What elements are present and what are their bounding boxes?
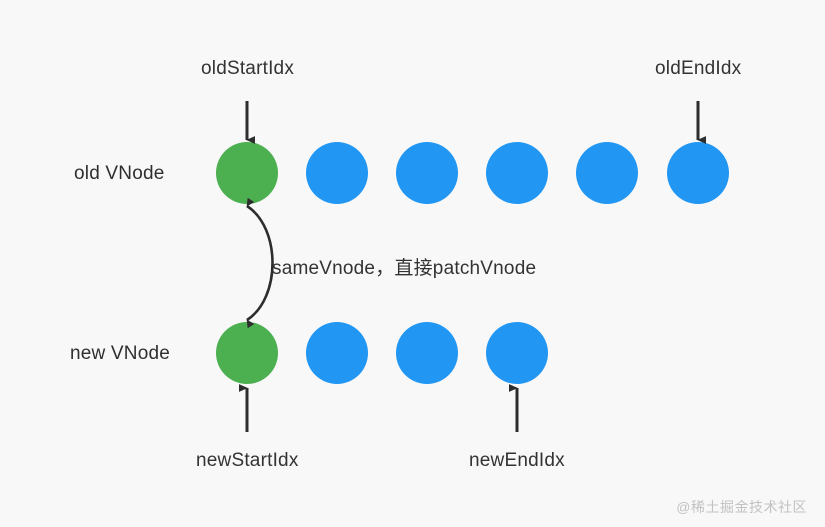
new-node-2 xyxy=(396,322,458,384)
pointer-label-old-end-idx: oldEndIdx xyxy=(655,58,742,79)
pointer-arrows xyxy=(238,101,707,432)
watermark: @稀土掘金技术社区 xyxy=(676,499,807,515)
same-vnode-annotation: sameVnode，直接patchVnode xyxy=(272,258,537,279)
new-node-0 xyxy=(216,322,278,384)
new-vnode-row-label: new VNode xyxy=(70,343,171,364)
same-vnode-relation-curve xyxy=(246,197,274,329)
pointer-label-new-end-idx: newEndIdx xyxy=(469,450,565,471)
pointer-label-old-start-idx: oldStartIdx xyxy=(201,58,295,79)
old-vnode-row-label: old VNode xyxy=(74,163,165,184)
pointer-label-new-start-idx: newStartIdx xyxy=(196,450,299,471)
old-node-3 xyxy=(486,142,548,204)
new-node-1 xyxy=(306,322,368,384)
old-node-4 xyxy=(576,142,638,204)
old-node-0 xyxy=(216,142,278,204)
new-node-3 xyxy=(486,322,548,384)
old-node-1 xyxy=(306,142,368,204)
same-vnode-curve-path xyxy=(246,197,274,329)
old-node-2 xyxy=(396,142,458,204)
new-vnode-row-nodes xyxy=(216,322,548,384)
old-node-5 xyxy=(667,142,729,204)
old-vnode-row-nodes xyxy=(216,142,729,204)
